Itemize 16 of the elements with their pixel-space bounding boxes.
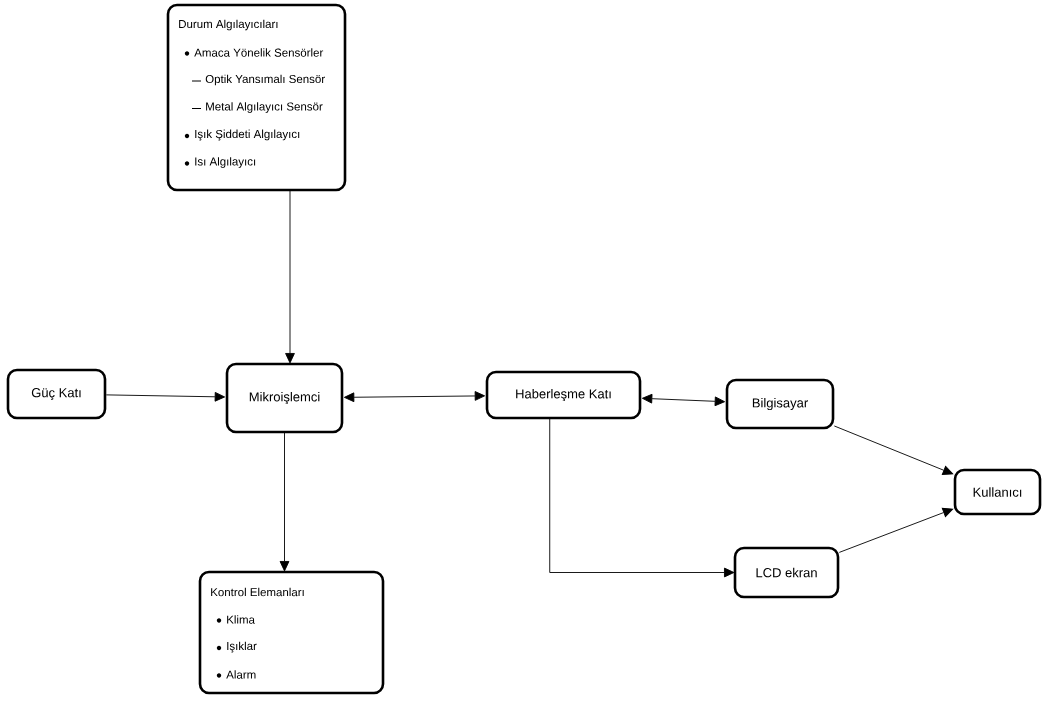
process-box: Haberleşme Katı	[485, 370, 642, 420]
process-box: Mikroişlemci	[225, 362, 344, 434]
arrow	[549, 417, 735, 578]
process-box: Güç Katı	[6, 368, 107, 420]
arrow	[833, 425, 954, 475]
arrow	[838, 507, 954, 553]
arrow	[285, 189, 295, 364]
sensor-list-box: Durum Algılayıcıları Amaca Yönelik Sensörler Optik Yansımalı Sensör Metal Algılayıcı Sensör Işık Şiddeti Algılayıcı Isı Algılayıcı	[166, 3, 347, 192]
arrow	[105, 391, 226, 402]
process-box: Bilgisayar	[725, 378, 835, 430]
process-box: Kullanıcı	[953, 468, 1042, 516]
arrow	[641, 393, 726, 407]
process-box: LCD ekran	[733, 546, 840, 599]
arrow	[343, 391, 486, 403]
control-list-box: Kontrol Elemanları Klima Işıklar Alarm	[198, 570, 385, 695]
arrow	[279, 431, 290, 572]
